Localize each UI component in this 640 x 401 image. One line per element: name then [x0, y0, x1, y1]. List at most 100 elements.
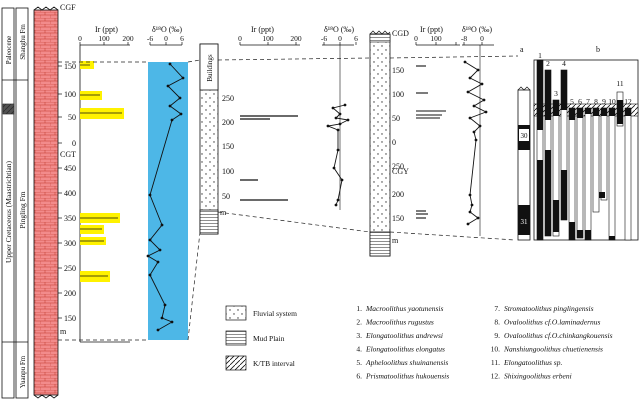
assemblage-number: 9	[602, 97, 606, 106]
d18o-point	[472, 104, 476, 108]
d18o-point	[160, 316, 164, 320]
assemblage-occurrence	[561, 170, 567, 220]
d18o-point	[340, 178, 344, 182]
d18o-point	[178, 96, 182, 100]
d18o-point	[336, 198, 340, 202]
depth-tick-left-label: 450	[64, 164, 76, 173]
axis-tick-label: 6	[180, 34, 184, 43]
d18o-point	[156, 328, 160, 332]
legend-ktb-swatch	[225, 355, 247, 371]
d18o-point	[463, 60, 467, 64]
assemblage-range	[624, 107, 632, 241]
axis-tick-label: 100	[430, 34, 442, 43]
d18o-point	[156, 260, 160, 264]
depth-tick-right-label: 250	[392, 162, 404, 171]
depth-tick-right-label: 50	[392, 114, 400, 123]
d18o-point	[148, 273, 152, 277]
chron-30-label: 30	[521, 132, 529, 140]
epoch-paleocene-label: Paleocene	[5, 36, 13, 64]
species-name: Nanshiungoolithus chuetienensis	[503, 345, 603, 354]
d18o-point	[470, 203, 474, 207]
legend: Fluvial system Mud Plain K/TB interval	[225, 305, 297, 371]
assemblage-occurrence	[577, 108, 583, 118]
assemblage-occurrence	[537, 60, 543, 130]
axis-tick-label: 0	[164, 34, 168, 43]
species-name: Prismatoolithus hukouensis	[365, 372, 449, 381]
axis-tick-label: -6	[147, 34, 153, 43]
depth-tick-right-label: 200	[392, 190, 404, 199]
section-cgt-label: CGT	[60, 150, 76, 159]
section-cgd-label: CGD	[392, 29, 409, 38]
epoch-maastrichtian-label: Upper Cretaceous (Maastrichtian)	[4, 160, 13, 263]
depth-tick-right-label: 100	[392, 90, 404, 99]
d18o-point	[331, 106, 335, 110]
depth-unit-right: m	[392, 236, 399, 245]
axis-tick-label: 0	[480, 34, 484, 43]
assemblage-occurrence	[585, 108, 591, 114]
d18o-curve-c	[464, 61, 488, 225]
chron-31-label: 31	[521, 218, 529, 226]
d18o-curve-a	[147, 63, 184, 331]
cgd-cgy-column: CGD CGY m	[369, 29, 409, 257]
species-number: 5.	[356, 358, 362, 367]
correlation-lines	[58, 55, 519, 341]
cgf-cgt-column: CGF CGT m	[33, 3, 76, 399]
species-name: Elongatoolithus andrewsi	[365, 331, 443, 340]
legend-fluvial-swatch	[225, 305, 247, 321]
depth-tick-left-label: 400	[64, 189, 76, 198]
species-name: Apheloolithus shuinanensis	[365, 358, 448, 367]
d18o-point	[170, 118, 174, 122]
assemblage-occurrence	[585, 230, 591, 240]
assemblage-occurrence	[609, 236, 615, 240]
species-number: 11.	[491, 358, 500, 367]
section-cgf-label: CGF	[60, 3, 76, 12]
depth-tick-right-label: 150	[392, 214, 404, 223]
assemblage-occurrence	[537, 160, 543, 240]
species-number: 12.	[491, 372, 501, 381]
species-number: 10.	[491, 345, 501, 354]
axis-tick-label: 0	[238, 34, 242, 43]
assemblage-number: 5	[570, 97, 574, 106]
section-cgy-label: CGY	[392, 167, 409, 176]
panel-b-label: b	[596, 45, 600, 54]
d18o-point	[160, 223, 164, 227]
species-number: 7.	[494, 304, 500, 313]
assemblage-range	[608, 107, 616, 241]
species-number: 2.	[356, 318, 362, 327]
species-number: 1.	[356, 304, 362, 313]
assemblage-number: 7	[586, 97, 590, 106]
assemblage-occurrence	[569, 108, 575, 120]
axis-tick-label: 200	[122, 34, 134, 43]
d18o-point	[166, 84, 170, 88]
d18o-point	[466, 90, 470, 94]
strat-label-column: Paleocene Upper Cretaceous (Maastrichtia…	[1, 7, 29, 399]
assemblage-range	[600, 107, 608, 201]
axis-tick-label: 0	[78, 34, 82, 43]
assemblage-number: 3	[554, 89, 558, 98]
assemblage-occurrence	[553, 200, 559, 232]
species-number: 3.	[356, 331, 362, 340]
d18o-point	[336, 148, 340, 152]
legend-fluvial-label: Fluvial system	[253, 309, 297, 318]
species-name: Macroolithus yaotunensis	[365, 304, 444, 313]
assemblage-range	[592, 107, 600, 213]
depth-tick-left-label: 300	[64, 239, 76, 248]
assemblage-range	[568, 107, 576, 241]
d18o-point	[148, 193, 152, 197]
species-number: 6.	[356, 372, 362, 381]
assemblage-occurrence	[617, 100, 623, 124]
axis-tick-label: 100	[98, 34, 110, 43]
species-number: 4.	[356, 345, 362, 354]
d18o-curve-b	[326, 104, 350, 206]
assemblage-occurrence	[599, 192, 605, 198]
axis-tick-label: 0	[338, 34, 342, 43]
d18o-point	[163, 303, 167, 307]
fm-pingling-label: Pingling Fm	[18, 191, 27, 228]
